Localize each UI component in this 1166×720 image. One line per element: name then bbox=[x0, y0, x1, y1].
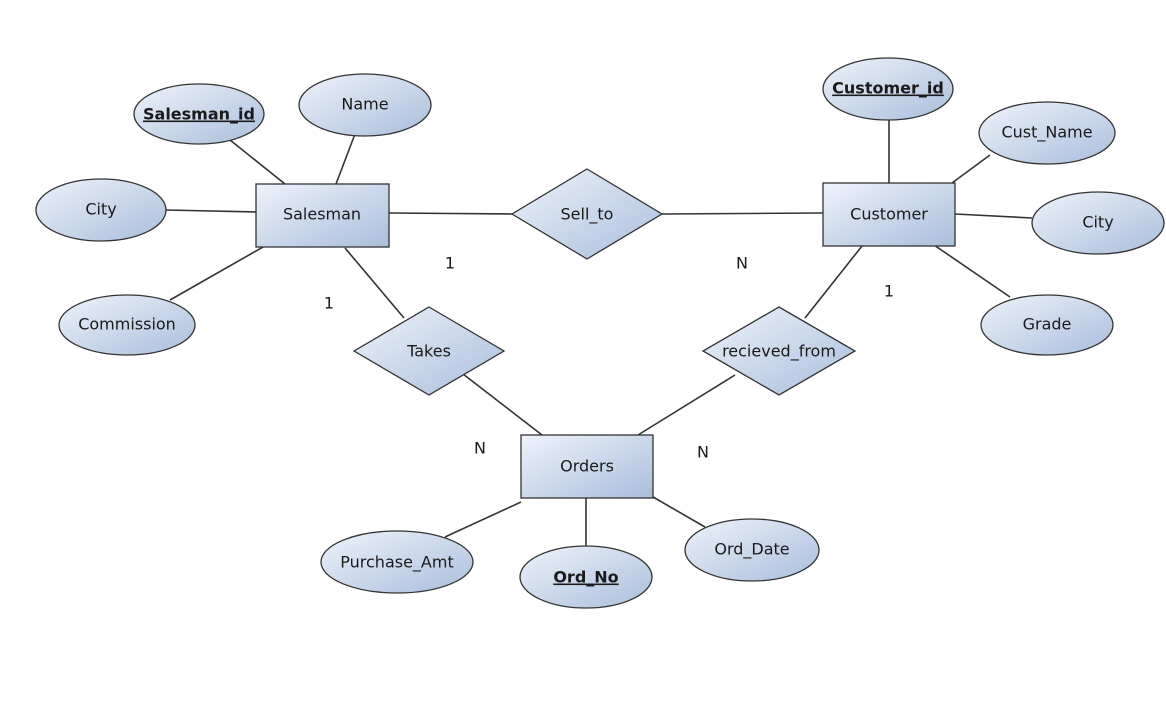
entity-label: Orders bbox=[560, 457, 614, 476]
relationship-diamond bbox=[701, 306, 857, 396]
attribute-ellipse bbox=[1031, 191, 1165, 255]
attribute-ellipse bbox=[978, 101, 1116, 165]
attribute-label: Salesman_id bbox=[143, 105, 255, 124]
attribute-label: Name bbox=[341, 95, 388, 114]
attribute-ord-date[interactable]: Ord_Date bbox=[684, 518, 820, 582]
attribute-salesman-name[interactable]: Name bbox=[298, 73, 432, 137]
attribute-purchase-amt[interactable]: Purchase_Amt bbox=[320, 530, 474, 594]
attribute-salesman-city[interactable]: City bbox=[35, 178, 167, 242]
attribute-label: Cust_Name bbox=[1001, 123, 1092, 143]
attribute-label: Customer_id bbox=[832, 79, 944, 98]
cardinality-takes-salesman: 1 bbox=[324, 294, 334, 313]
attribute-cust-name[interactable]: Cust_Name bbox=[978, 101, 1116, 165]
edge-customer-recieved-from bbox=[804, 245, 863, 319]
connector-lines bbox=[165, 119, 1033, 546]
edge-salesman-takes bbox=[344, 247, 405, 319]
edge-recieved-from-orders bbox=[637, 374, 736, 436]
relationship-label: Sell_to bbox=[561, 205, 614, 225]
edge-takes-orders bbox=[462, 373, 543, 436]
attribute-ellipse bbox=[980, 294, 1114, 356]
relationship-label: Takes bbox=[406, 342, 451, 361]
relationship-diamond bbox=[352, 306, 506, 396]
entity-label: Customer bbox=[850, 205, 928, 224]
attribute-label: Commission bbox=[78, 315, 176, 334]
attribute-commission[interactable]: Commission bbox=[58, 294, 196, 356]
attribute-salesman-id[interactable]: Salesman_id bbox=[133, 83, 265, 145]
edge-salesman-city bbox=[165, 209, 257, 213]
entity-customer[interactable]: Customer bbox=[822, 182, 956, 247]
edge-customer-grade bbox=[933, 244, 1011, 298]
attribute-ellipse bbox=[298, 73, 432, 137]
attribute-grade[interactable]: Grade bbox=[980, 294, 1114, 356]
attribute-customer-id[interactable]: Customer_id bbox=[822, 57, 954, 121]
attribute-label: City bbox=[85, 200, 116, 219]
attribute-label: Ord_Date bbox=[714, 540, 789, 560]
attribute-label: Ord_No bbox=[553, 568, 618, 587]
edge-customer-city bbox=[954, 213, 1033, 219]
relationship-label: recieved_from bbox=[722, 342, 836, 362]
attribute-ellipse bbox=[684, 518, 820, 582]
edge-sell-to-customer bbox=[661, 212, 824, 215]
edge-customer-cust-name bbox=[951, 154, 991, 184]
attribute-label: City bbox=[1082, 213, 1113, 232]
cardinality-recieved-from-orders: N bbox=[697, 443, 709, 462]
cardinality-takes-orders: N bbox=[474, 439, 486, 458]
relationship-diamond bbox=[510, 168, 664, 260]
entity-orders[interactable]: Orders bbox=[520, 434, 654, 499]
relationship-recieved-from[interactable]: recieved_from bbox=[701, 306, 857, 396]
edge-salesman-commission bbox=[169, 246, 264, 301]
cardinality-sell-to-customer: N bbox=[736, 254, 748, 273]
attribute-label: Purchase_Amt bbox=[340, 553, 453, 573]
entity-box bbox=[255, 183, 390, 248]
attribute-customer-city[interactable]: City bbox=[1031, 191, 1165, 255]
edge-orders-purchase-amt bbox=[444, 501, 522, 538]
attribute-ord-no[interactable]: Ord_No bbox=[519, 545, 653, 609]
edge-salesman-id bbox=[229, 139, 286, 185]
attribute-ellipse bbox=[133, 83, 265, 145]
edge-orders-ord-date bbox=[652, 496, 706, 528]
edge-salesman-sell-to bbox=[388, 212, 513, 215]
edge-salesman-name bbox=[335, 133, 356, 185]
relationship-takes[interactable]: Takes bbox=[352, 306, 506, 396]
relationship-sell-to[interactable]: Sell_to bbox=[510, 168, 664, 260]
attribute-label: Grade bbox=[1023, 315, 1072, 334]
attribute-ellipse bbox=[35, 178, 167, 242]
entity-box bbox=[822, 182, 956, 247]
attribute-ellipse bbox=[519, 545, 653, 609]
entity-salesman[interactable]: Salesman bbox=[255, 183, 390, 248]
attribute-ellipse bbox=[58, 294, 196, 356]
entity-box bbox=[520, 434, 654, 499]
attribute-ellipse bbox=[822, 57, 954, 121]
attribute-ellipse bbox=[320, 530, 474, 594]
entity-label: Salesman bbox=[283, 205, 361, 224]
cardinality-recieved-from-customer: 1 bbox=[884, 282, 894, 301]
cardinality-sell-to-salesman: 1 bbox=[445, 254, 455, 273]
